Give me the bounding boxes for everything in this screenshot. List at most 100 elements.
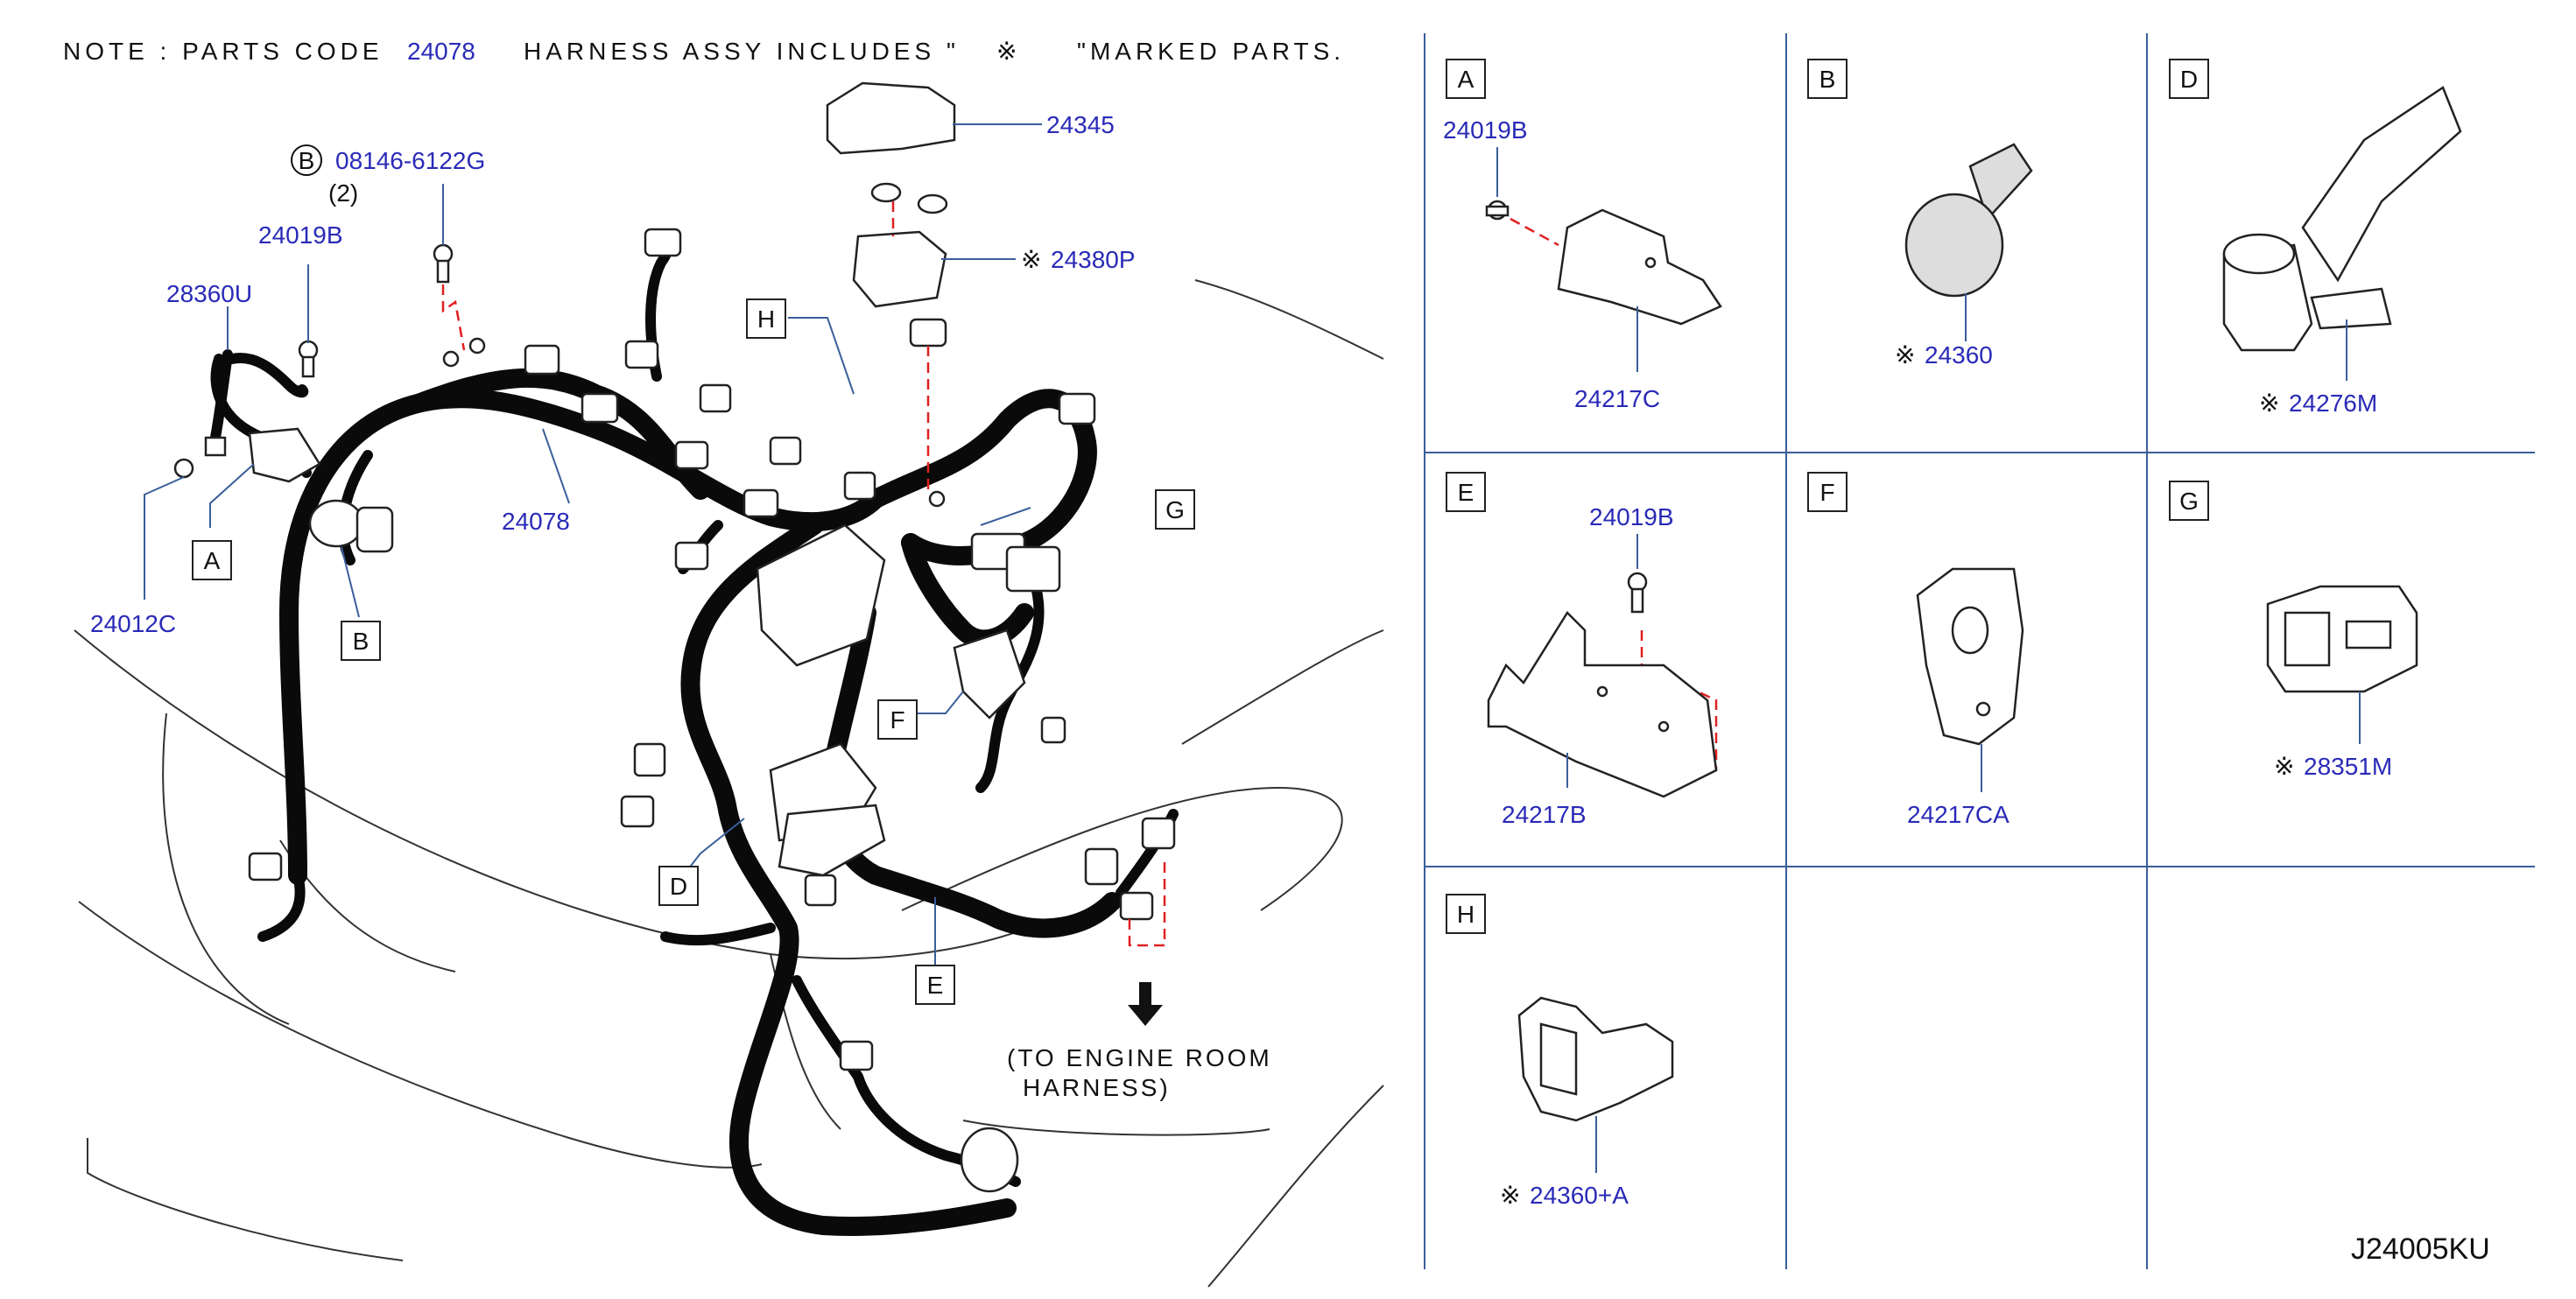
bracket-24217CA [1916,567,2024,746]
cover-24345 [826,81,956,155]
label-24078: 24078 [502,508,570,535]
connector [1119,891,1154,921]
callout-b: B [341,621,381,661]
assembly-lines-main [441,201,1166,950]
svg-text:F: F [1819,479,1834,506]
bolt-b-shank [436,259,450,284]
label-24276M: 24276M [2289,390,2377,417]
bolt-b-circle [291,144,322,176]
connector [674,541,709,571]
harness-connectors [248,228,1176,1193]
detail-a: A 24019B 24217C [1443,59,1722,412]
note-code: 24078 [407,38,475,65]
connector [839,1040,874,1071]
label-28351M: 28351M [2304,753,2392,780]
connector-g-body [1005,545,1061,593]
grommet-b [308,499,364,548]
harness-protector [2301,86,2462,283]
connector [524,344,560,376]
connector [633,742,666,777]
svg-text:D: D [670,873,687,900]
detail-d: D ※ 24276M [2169,59,2462,417]
connector [743,488,779,518]
ring-terminal [468,337,486,355]
grommet-24360 [1904,193,2004,298]
label-24217CA: 24217CA [1907,801,2009,828]
connector [1040,716,1066,744]
connector [674,440,709,470]
note-suffix: "MARKED PARTS. [1077,38,1345,65]
ground-terminal-28360U [204,436,227,457]
svg-text:G: G [1165,496,1185,523]
svg-text:D: D [2180,66,2198,93]
svg-text:F: F [890,706,904,734]
callout-d: D [658,866,699,906]
connector [248,852,283,881]
svg-text:※: ※ [2259,390,2279,417]
connector [1141,817,1176,850]
bolt-b-letter: B [299,147,315,174]
svg-text:E: E [1458,479,1475,506]
nut [870,182,902,203]
battery-cover-group [826,81,956,508]
harness-bracket [756,523,886,667]
bracket-a [248,427,321,483]
connector [644,228,682,257]
connector [1084,847,1119,886]
connector [699,383,732,413]
svg-text:G: G [2179,488,2199,515]
label-24217B: 24217B [1502,801,1587,828]
detail-e: E 24019B 24217B [1446,472,1718,828]
callout-f: F [877,699,918,740]
connector [355,506,394,553]
label-bolt-qty: (2) [328,179,358,207]
connector [804,874,837,907]
svg-text:B: B [353,628,370,655]
label-24360A: 24360+A [1530,1182,1629,1209]
marked-symbol: ※ [1021,246,1041,273]
svg-text:A: A [204,547,221,574]
note-marked-symbol: ※ [996,38,1021,65]
svg-text:E: E [927,972,944,999]
svg-text:H: H [1457,901,1475,928]
bracket-24217C [1557,208,1722,326]
callout-boxes: A B H G F D E [192,298,1195,1005]
note-prefix: NOTE : PARTS CODE [63,38,384,65]
label-destination-1: (TO ENGINE ROOM [1007,1044,1272,1071]
connector [769,436,802,466]
detail-b: B ※ 24360 [1807,59,2033,369]
svg-text:H: H [757,305,775,333]
svg-text:※: ※ [1895,341,1915,369]
label-08146-6122G: 08146-6122G [335,147,485,174]
label-24019B-main: 24019B [258,221,343,249]
label-28360U: 28360U [166,280,252,307]
svg-text:※: ※ [2274,753,2294,780]
ring-terminal [928,490,946,508]
harness-bracket-e [778,804,886,877]
callout-h: H [746,298,786,339]
connector [581,392,619,424]
note-line: NOTE : PARTS CODE 24078 HARNESS ASSY INC… [63,38,1345,65]
clip-shank [1485,205,1510,217]
label-24345: 24345 [1046,111,1115,138]
callout-a: A [192,540,232,580]
label-destination-2: HARNESS) [1023,1074,1171,1101]
down-arrow-icon [1128,982,1163,1026]
clip-shank [301,355,315,378]
connector [620,795,655,828]
terminal [909,318,947,348]
connector [843,471,876,501]
bracket-f [953,628,1026,720]
label-detail-e-24019B: 24019B [1589,503,1674,530]
detail-h: H ※ 24360+A [1446,894,1674,1209]
note-middle: HARNESS ASSY INCLUDES " [524,38,960,65]
label-24380P: 24380P [1051,246,1136,273]
label-24217C: 24217C [1574,385,1660,412]
ring-terminal [442,350,460,368]
connector [624,340,659,369]
label-detail-a-24019B: 24019B [1443,116,1528,144]
detail-g: G ※ 28351M [2169,481,2418,780]
label-24012C: 24012C [90,610,176,637]
grommet-neck [1968,143,2033,221]
svg-text:A: A [1458,66,1475,93]
